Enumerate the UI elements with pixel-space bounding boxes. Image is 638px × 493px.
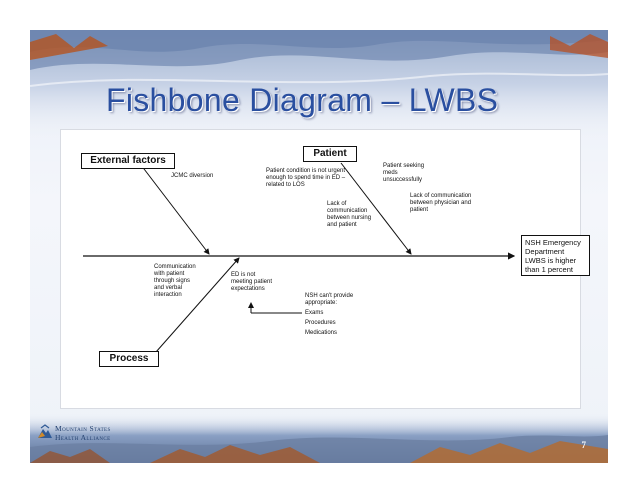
- cause-medications: Medications: [305, 330, 338, 336]
- cause-lack-physician: Lack of communication between physician …: [410, 193, 472, 213]
- logo-text: Mountain States Health Alliance: [55, 424, 111, 442]
- effect-box: NSH Emergency Department LWBS is higher …: [521, 235, 590, 276]
- bone-patient: [340, 162, 412, 255]
- cause-patient-seeking-meds: Patient seeking meds unsuccessfully: [383, 163, 425, 183]
- mountain-banner-top: [30, 30, 608, 140]
- cause-nsh-cant-provide: NSH can't provide appropriate:: [305, 293, 354, 306]
- mountain-banner-bottom: [30, 413, 608, 463]
- cause-lack-nursing: Lack of communication between nursing an…: [327, 201, 372, 228]
- fishbone-lines: [83, 162, 516, 353]
- cause-ed-expectations: ED is not meeting patient expectations: [231, 272, 273, 292]
- page-number: 7: [581, 440, 587, 450]
- category-external-factors: External factors: [81, 153, 175, 169]
- cause-exams: Exams: [305, 310, 324, 316]
- logo-mountain-icon: [38, 424, 52, 438]
- category-patient: Patient: [303, 146, 357, 162]
- cause-procedures: Procedures: [305, 320, 336, 326]
- slide: Fishbone Diagram – LWBS External factors…: [30, 30, 608, 463]
- cause-patient-condition: Patient condition is not urgent enough t…: [266, 168, 346, 188]
- organization-logo: Mountain States Health Alliance: [38, 424, 111, 442]
- bone-external: [140, 164, 210, 255]
- cause-communication: Communication with patient through signs…: [154, 264, 196, 298]
- category-process: Process: [99, 351, 159, 367]
- fishbone-diagram: External factors Patient Process NSH Eme…: [60, 129, 590, 409]
- cause-jcmc-diversion: JCMC diversion: [171, 173, 214, 179]
- bone-process: [155, 257, 240, 353]
- slide-title: Fishbone Diagram – LWBS: [106, 82, 499, 118]
